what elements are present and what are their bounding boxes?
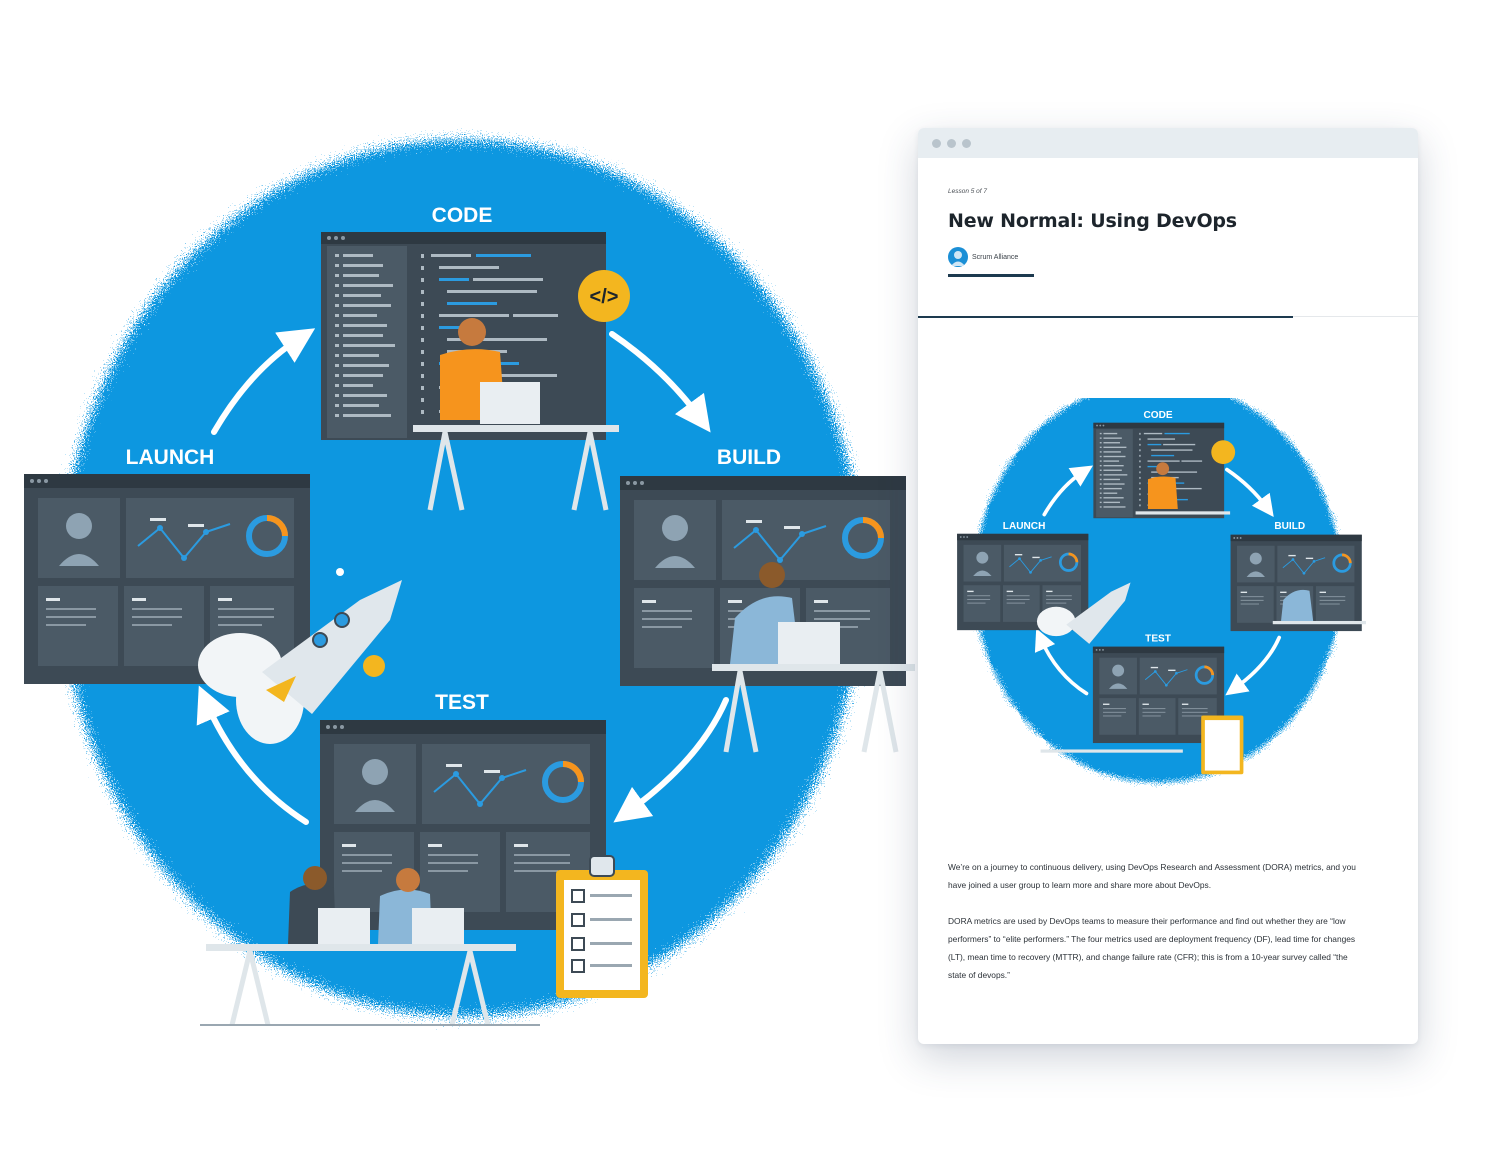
author-underline (948, 274, 1034, 277)
window-dot-maximize[interactable] (962, 138, 971, 148)
author-link[interactable]: Scrum Alliance (948, 247, 1018, 267)
avatar-icon (948, 247, 968, 267)
thumb-stage-label-build: BUILD (1274, 521, 1305, 532)
thumb-stage-label-test: TEST (1145, 634, 1172, 645)
blue-splatter-background (62, 140, 862, 1016)
body-paragraph: DORA metrics are used by DevOps teams to… (948, 916, 1356, 981)
author-name: Scrum Alliance (972, 253, 1019, 261)
rocket-icon (198, 580, 402, 744)
code-badge: </> (590, 286, 619, 308)
code-icon (578, 270, 630, 322)
lesson-illustration-thumbnail: CODE BUILD TEST LAUNCH (955, 398, 1366, 783)
body-paragraph: We’re on a journey to continuous deliver… (948, 862, 1356, 891)
devops-cycle-illustration: </> (0, 140, 915, 1026)
browser-toolbar (918, 128, 1418, 158)
window-dot-close[interactable] (932, 138, 941, 148)
lesson-progress-fill (918, 315, 1293, 318)
stage-label-launch: LAUNCH (126, 446, 215, 469)
lesson-browser-window: Lesson 5 of 7 New Normal: Using DevOps S… (918, 128, 1418, 1044)
lesson-title: New Normal: Using DevOps (948, 210, 1237, 232)
stage-label-build: BUILD (717, 446, 781, 469)
lesson-counter: Lesson 5 of 7 (948, 188, 988, 195)
window-dot-minimize[interactable] (947, 138, 956, 148)
thumb-stage-label-launch: LAUNCH (1003, 521, 1046, 532)
stage-label-test: TEST (435, 691, 489, 714)
stage-label-code: CODE (432, 204, 493, 227)
cycle-arrows (196, 328, 729, 825)
clipboard-icon (556, 855, 648, 998)
thumb-stage-label-code: CODE (1144, 410, 1173, 421)
lesson-progress-bar (918, 315, 1418, 318)
